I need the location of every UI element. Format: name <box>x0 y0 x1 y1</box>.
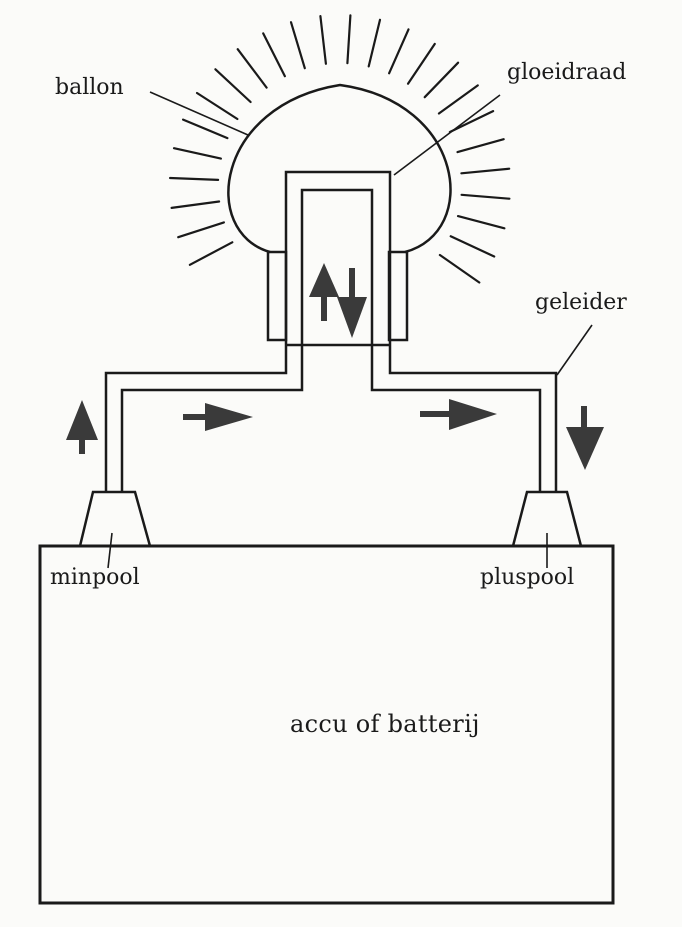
label-battery: accu of batterij <box>290 710 480 738</box>
light-ray <box>262 32 286 78</box>
light-ray <box>188 241 234 266</box>
arrow-up-left-wire <box>66 400 98 454</box>
light-ray <box>460 167 511 175</box>
bulb-socket-left <box>266 250 288 342</box>
light-ray <box>172 147 222 160</box>
light-ray <box>437 84 479 115</box>
light-ray <box>449 235 496 258</box>
arrow-right-left-wire <box>183 403 253 431</box>
leader-ballon <box>149 91 249 136</box>
arrow-down-filament <box>337 268 367 338</box>
wire-right-outer <box>388 345 558 492</box>
minus-terminal <box>78 490 152 548</box>
light-ray <box>456 138 505 154</box>
label-geleider: geleider <box>535 290 627 315</box>
arrow-up-filament <box>309 263 339 321</box>
light-ray <box>195 91 239 121</box>
label-gloeidraad: gloeidraad <box>507 60 627 85</box>
wire-left-outer <box>104 345 288 492</box>
light-ray <box>388 28 410 75</box>
light-ray <box>346 14 352 65</box>
leader-gloeidraad <box>393 94 501 176</box>
light-ray <box>289 21 306 70</box>
light-rays <box>169 14 511 284</box>
light-ray <box>438 253 481 284</box>
wire-left-inner <box>120 345 304 492</box>
wire-right-inner <box>370 345 542 492</box>
light-ray <box>367 18 382 68</box>
arrow-down-right-wire <box>566 406 604 470</box>
light-ray <box>170 200 221 209</box>
light-ray <box>406 42 436 85</box>
arrow-right-right-wire <box>420 399 497 430</box>
light-ray <box>460 193 511 200</box>
light-ray <box>214 68 252 104</box>
light-ray <box>182 118 229 140</box>
filament-outer <box>284 170 392 345</box>
light-ray <box>448 109 495 134</box>
label-pluspool: pluspool <box>480 565 575 590</box>
label-minpool: minpool <box>50 565 140 590</box>
label-ballon: ballon <box>55 75 124 100</box>
bulb-glass <box>227 83 452 254</box>
battery-body <box>38 544 615 905</box>
light-ray <box>169 176 220 181</box>
leader-minpool <box>107 532 113 569</box>
filament-inner <box>300 188 374 345</box>
light-ray <box>177 221 225 239</box>
bulb-socket-right <box>387 250 409 342</box>
light-ray <box>456 215 506 230</box>
light-ray <box>423 61 460 99</box>
leader-geleider <box>556 324 593 376</box>
light-ray <box>319 15 327 65</box>
light-ray <box>236 48 268 89</box>
